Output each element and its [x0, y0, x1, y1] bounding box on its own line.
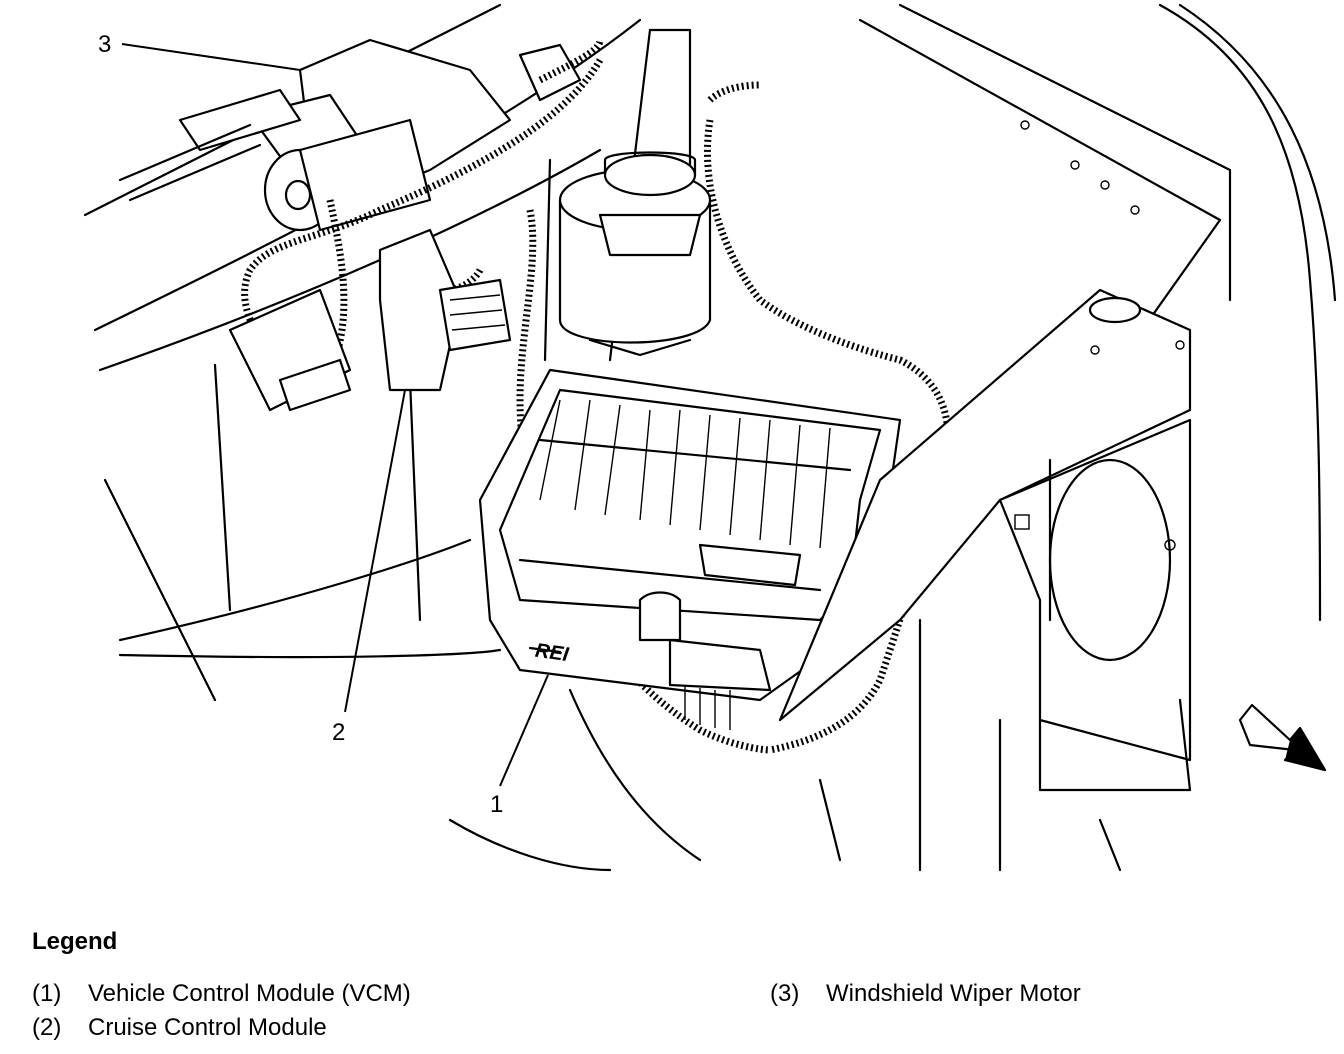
callout-1: 1 — [490, 791, 503, 818]
legend-item-number: (2) — [32, 1014, 62, 1041]
legend-item-label: Cruise Control Module — [88, 1014, 327, 1041]
bracket-frame-members — [778, 120, 1192, 792]
callouts: 3 2 1 — [98, 31, 549, 818]
cruise-control-module-drawing — [228, 228, 512, 412]
legend-item-number: (3) — [770, 980, 800, 1007]
callout-2: 2 — [332, 719, 345, 746]
legend-item-wiper-motor: (3) Windshield Wiper Motor — [770, 980, 1081, 1008]
component-location-illustration: REI 3 2 1 — [83, 3, 1337, 872]
vcm-label-stamp: REI — [534, 640, 571, 666]
legend-item-cruise-control: (2) Cruise Control Module — [32, 1014, 327, 1042]
legend: Legend (1) Vehicle Control Module (VCM) (… — [32, 928, 1322, 1048]
legend-item-number: (1) — [32, 980, 62, 1007]
legend-item-label: Vehicle Control Module (VCM) — [88, 980, 411, 1007]
blower-motor-drawing — [558, 151, 712, 357]
legend-item-label: Windshield Wiper Motor — [826, 980, 1081, 1007]
callout-3: 3 — [98, 31, 111, 58]
vehicle-control-module-drawing: REI — [478, 368, 902, 730]
front-direction-arrow-icon — [1238, 703, 1327, 772]
legend-title: Legend — [32, 928, 118, 955]
windshield-wiper-motor-drawing — [118, 38, 582, 232]
legend-item-vcm: (1) Vehicle Control Module (VCM) — [32, 980, 411, 1008]
